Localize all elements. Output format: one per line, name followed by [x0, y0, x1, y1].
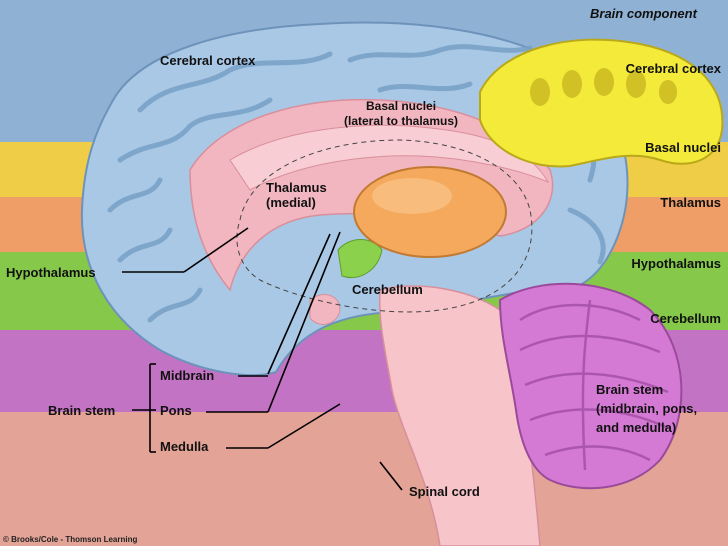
copyright-text: © Brooks/Cole - Thomson Learning [3, 535, 138, 544]
basal-nuclei-texture [530, 68, 677, 106]
thalamus-highlight [372, 178, 452, 214]
label-medulla: Medulla [160, 439, 209, 454]
cerebellum-folia [519, 299, 669, 471]
cerebellum-shape [498, 282, 683, 490]
leader-lines [122, 227, 403, 491]
basal-nuclei-shape [479, 38, 724, 168]
legend-item-brain-stem: Brain stem (midbrain, pons, and medulla) [596, 382, 698, 435]
label-thalamus: Thalamus (medial) [266, 180, 327, 210]
label-brain-stem: Brain stem [48, 403, 116, 418]
legend-item-cerebellum: Cerebellum [650, 311, 721, 326]
legend-item-thalamus: Thalamus [660, 195, 721, 210]
label-hypothalamus: Hypothalamus [6, 265, 96, 280]
brainstem-shape [378, 285, 541, 546]
label-pons: Pons [160, 403, 192, 418]
legend-item-hypothalamus: Hypothalamus [631, 256, 721, 271]
legend-item-cerebral-cortex: Cerebral cortex [625, 61, 721, 76]
label-basal-nuclei: Basal nuclei (lateral to thalamus) [344, 99, 459, 128]
label-midbrain: Midbrain [160, 368, 215, 383]
corpus-callosum [229, 124, 550, 191]
ventricle-outline [236, 139, 533, 313]
legend-item-basal-nuclei: Basal nuclei [645, 140, 721, 155]
pituitary-shape [309, 294, 341, 325]
legend-title: Brain component [590, 6, 697, 21]
gyri-pattern [107, 44, 606, 323]
label-cerebellum: Cerebellum [352, 282, 423, 297]
hypothalamus-shape [337, 239, 383, 278]
label-spinal-cord: Spinal cord [409, 484, 480, 499]
label-cerebral-cortex: Cerebral cortex [160, 53, 256, 68]
